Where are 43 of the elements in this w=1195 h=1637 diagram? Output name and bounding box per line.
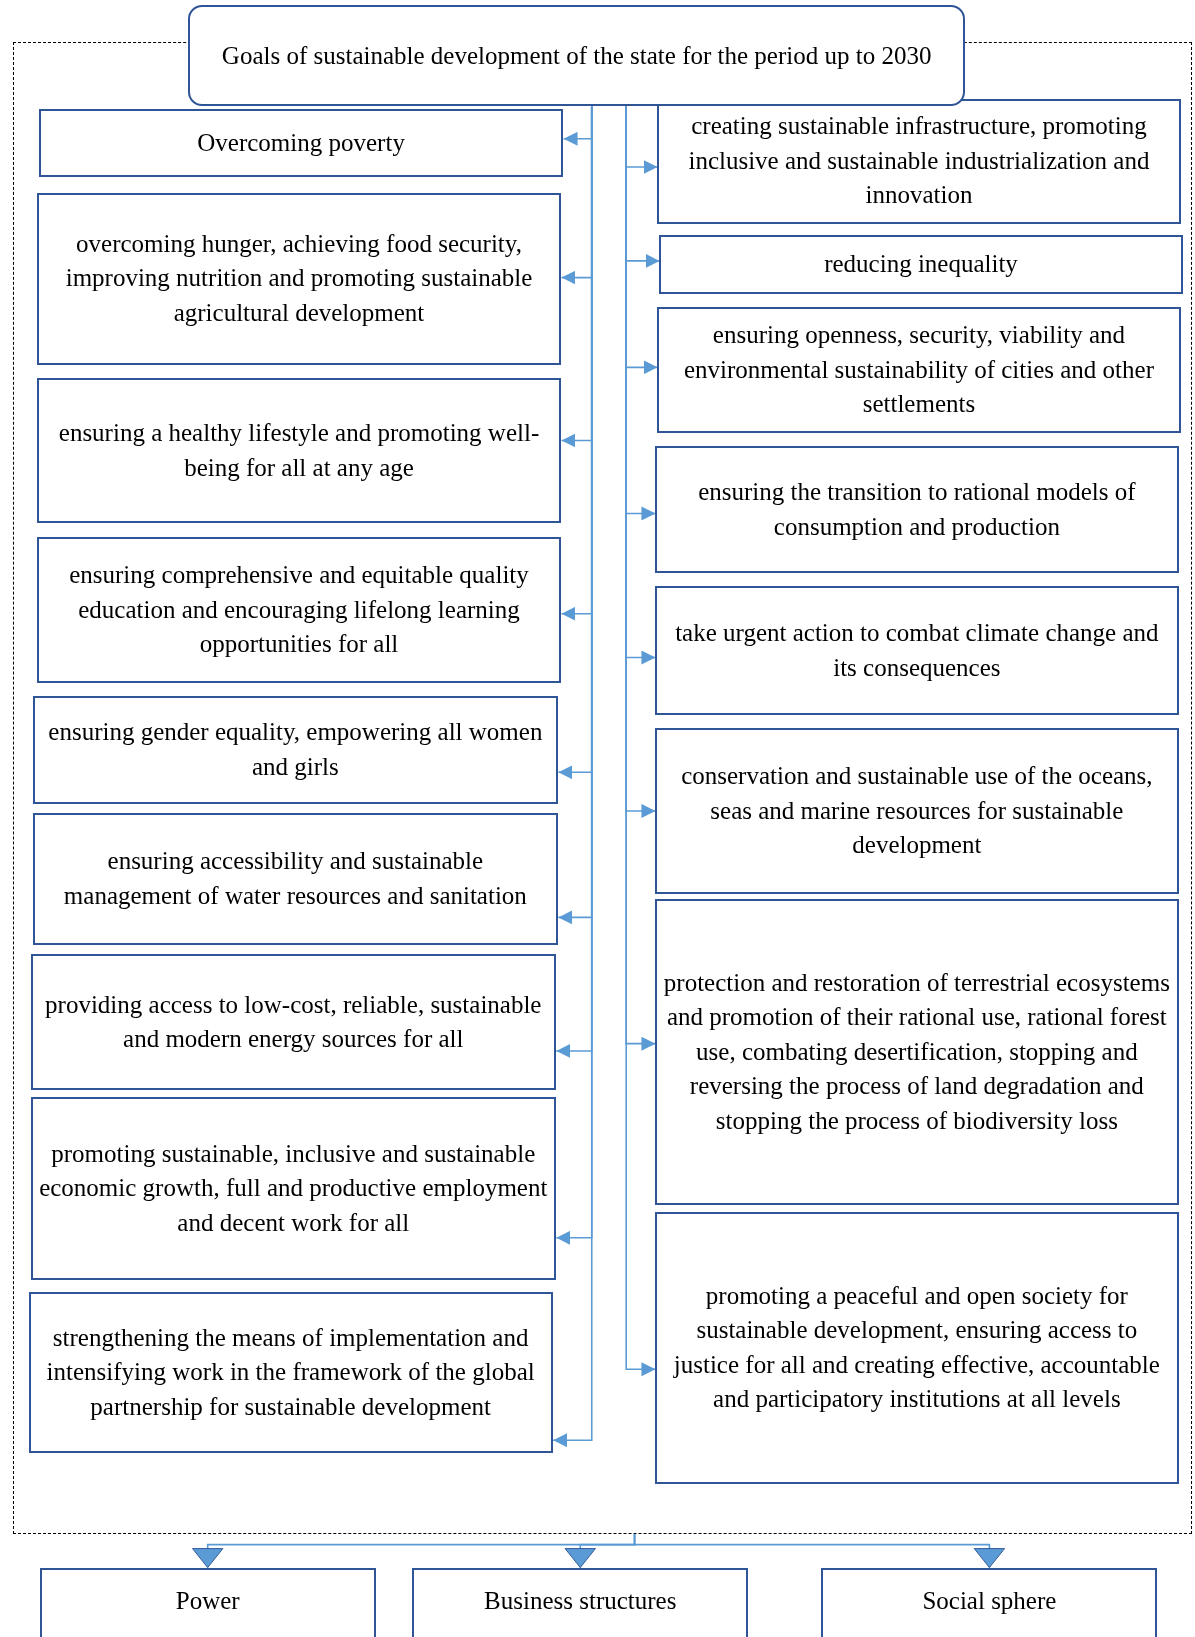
box-text: Social sphere	[921, 1585, 1058, 1616]
box-text: promoting sustainable, inclusive and sustainable economic growth, full and productive employment and decent work for all	[38, 1139, 549, 1238]
box-text: ensuring the transition to rational models of consumption and production	[697, 477, 1137, 542]
goal-box	[30, 954, 556, 1091]
goal-box	[37, 536, 561, 684]
goal-box	[39, 109, 564, 177]
goal-box	[654, 446, 1179, 574]
title-box	[187, 5, 966, 107]
goal-box	[654, 586, 1179, 716]
goal-box	[654, 1212, 1179, 1484]
box-text: promoting a peaceful and open society for sustainable development, ensuring access to justice for all and creating effective, accountable and participatory institutions at all levels	[672, 1280, 1161, 1415]
goal-box	[37, 192, 561, 365]
dashed-frame	[12, 41, 1192, 1535]
arrow	[633, 1533, 1006, 1569]
goal-box	[30, 1097, 556, 1281]
goal-box	[28, 1291, 553, 1454]
box-text: take urgent action to combat climate change and its consequences	[674, 618, 1160, 683]
box-text: Overcoming poverty	[196, 127, 406, 158]
box-text: Business structures	[483, 1585, 678, 1616]
box-text: protection and restoration of terrestrial ecosystems and promotion of their rational use, rational forest use, combating desertification, stopping and reversing the process of land degradation and stopping the process of biodiversity loss	[662, 967, 1171, 1136]
goal-box	[37, 378, 561, 524]
box-text: ensuring openness, security, viability and environmental sustainability of cities and other settlements	[682, 320, 1155, 420]
box-text: conservation and sustainable use of the oceans, seas and marine resources for sustainable development	[680, 761, 1154, 861]
box-text: reducing inequality	[823, 249, 1019, 280]
title-text: Goals of sustainable development of the state for the period up to 2030	[220, 40, 933, 71]
box-text: strengthening the means of implementation and intensifying work in the framework of the global partnership for sustainable development	[45, 1322, 536, 1422]
box-text: Power	[174, 1585, 241, 1616]
goal-box	[657, 307, 1181, 433]
target-box	[821, 1567, 1158, 1637]
goal-box	[654, 899, 1179, 1205]
box-text: creating sustainable infrastructure, promoting inclusive and sustainable industrialization and innovation	[687, 111, 1151, 211]
goal-box	[659, 235, 1183, 294]
goal-box	[32, 695, 558, 805]
target-box	[412, 1567, 749, 1637]
target-box	[39, 1567, 376, 1637]
box-text: providing access to low-cost, reliable, sustainable and modern energy sources for all	[44, 989, 543, 1055]
box-text: ensuring a healthy lifestyle and promoting well-being for all at any age	[57, 418, 541, 483]
box-text: ensuring comprehensive and equitable quality education and encouraging lifelong learning opportunities for all	[68, 560, 530, 660]
goal-box	[654, 727, 1179, 894]
box-text: ensuring gender equality, empowering all women and girls	[47, 717, 544, 782]
box-text: ensuring accessibility and sustainable management of water resources and sanitation	[62, 846, 528, 911]
goal-box	[32, 812, 558, 946]
box-text: overcoming hunger, achieving food security, improving nutrition and promoting sustainable agricultural development	[64, 228, 534, 328]
